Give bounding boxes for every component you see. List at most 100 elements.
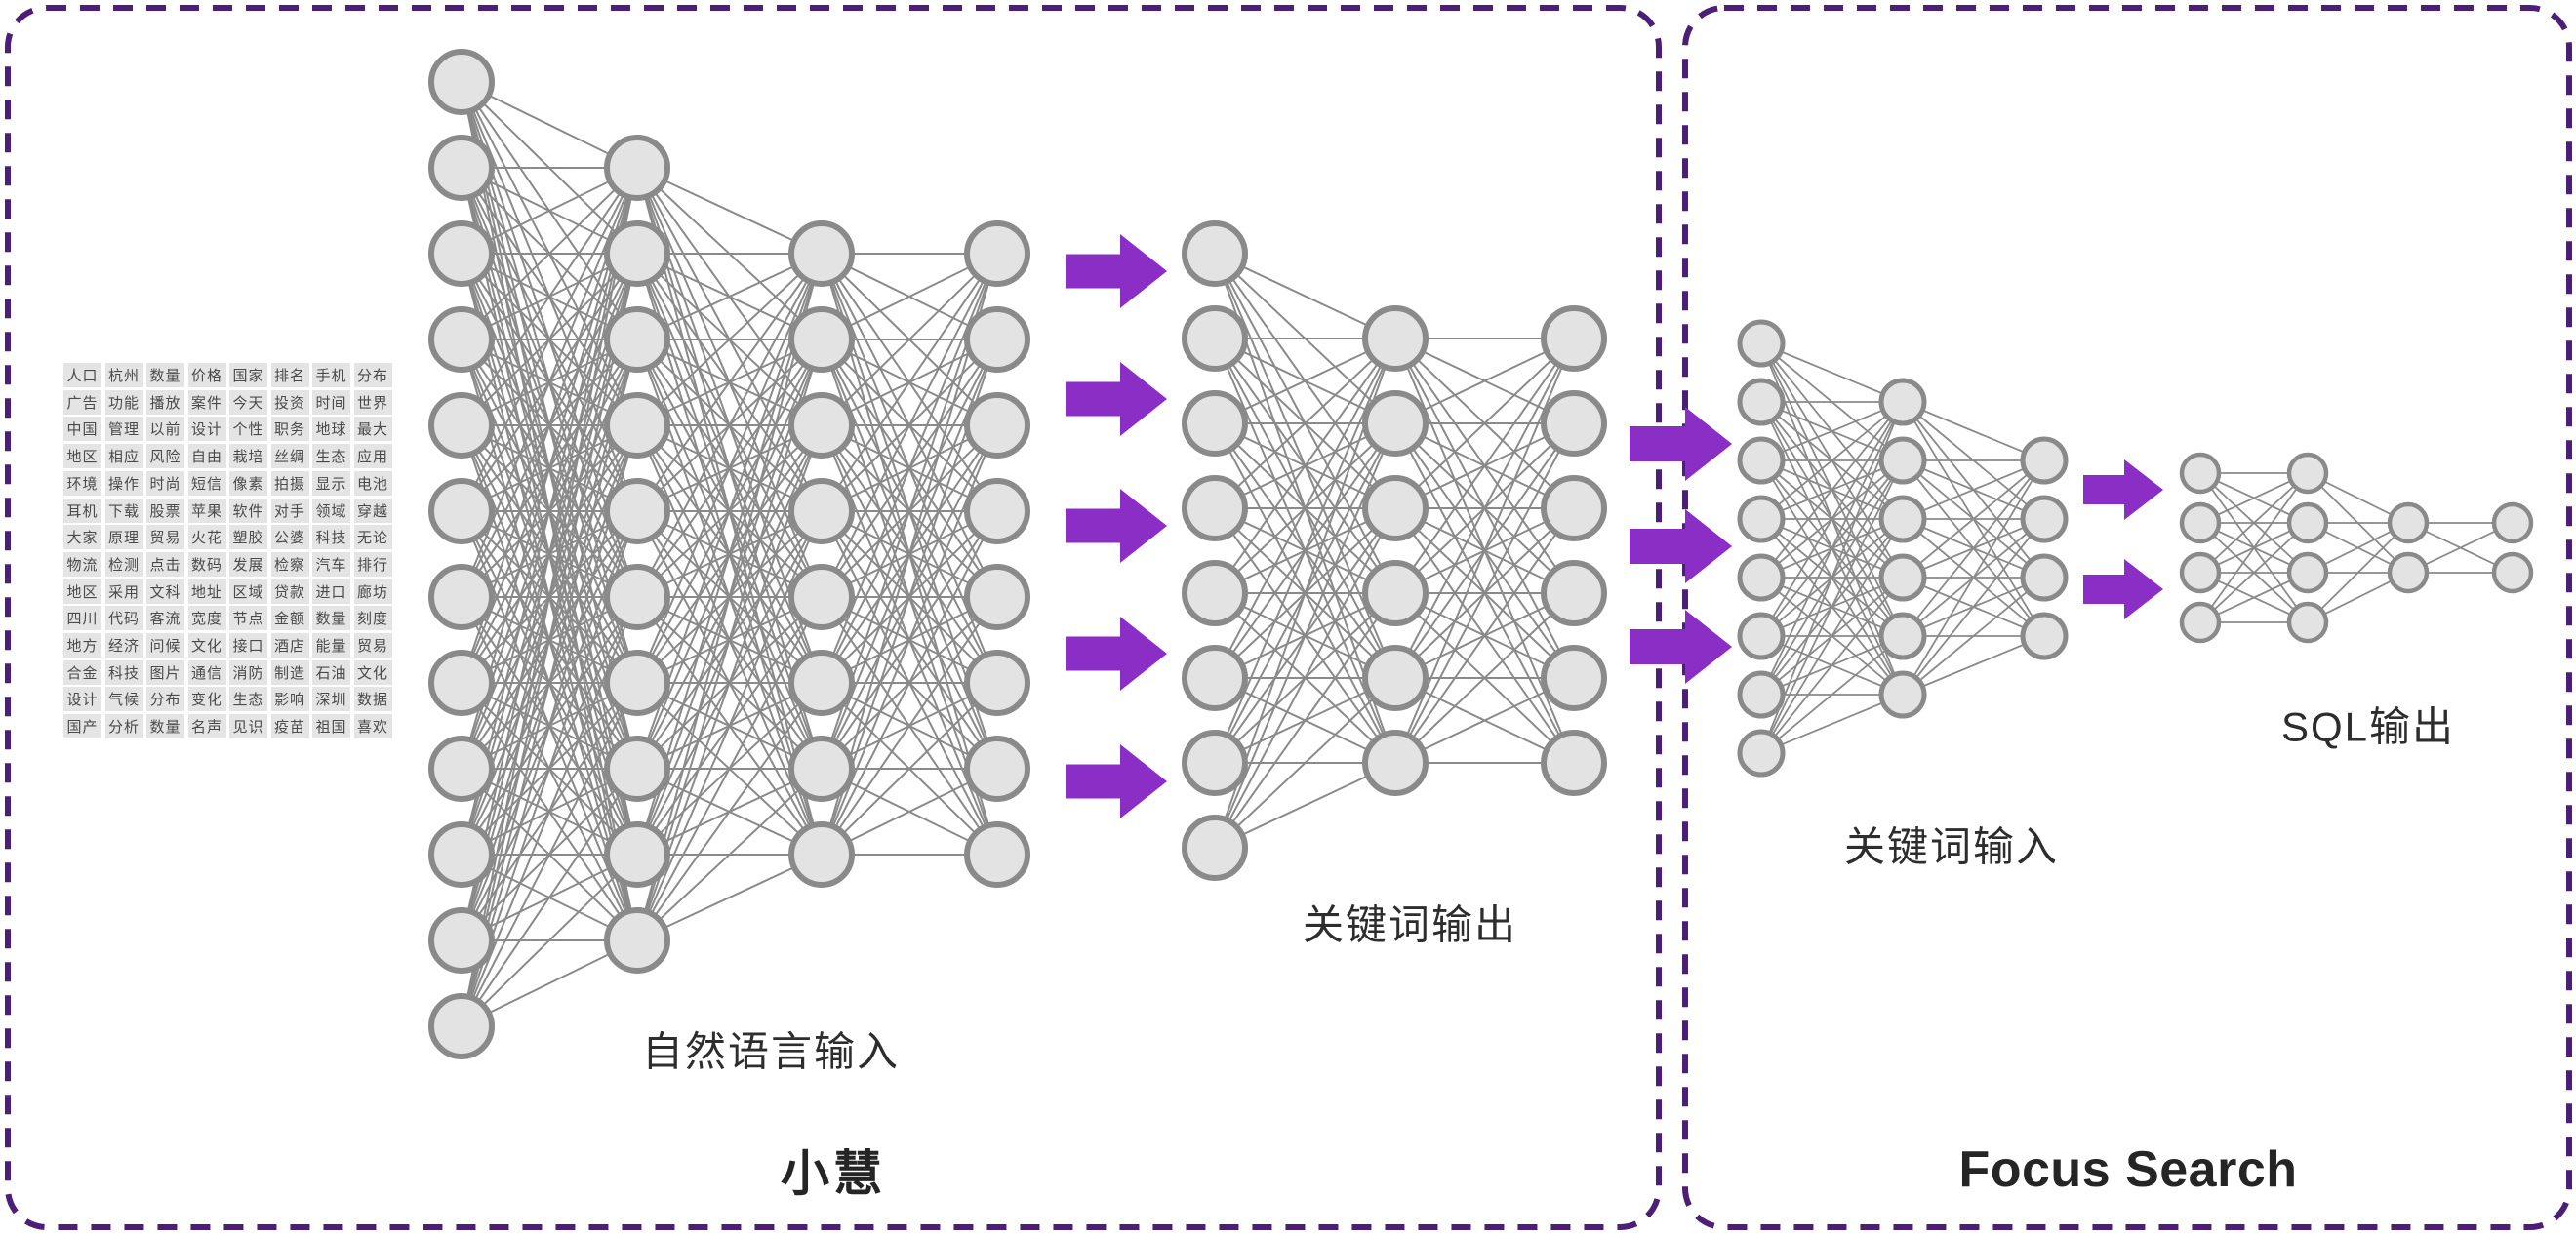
word-grid-cell: 对手	[270, 498, 309, 523]
keyword-output-network-node	[1541, 560, 1607, 626]
keyword-input-network-edge	[1902, 401, 2045, 461]
natural-language-network-node	[604, 736, 670, 802]
word-grid-cell: 大家	[63, 525, 101, 550]
keyword-input-network-node	[2020, 553, 2069, 602]
keyword-input-network-edge	[1902, 459, 2045, 579]
box-title-xiaohui: 小慧	[781, 1146, 886, 1201]
word-grid-cell: 消防	[229, 659, 267, 685]
word-grid-cell: 时尚	[146, 470, 184, 496]
natural-language-network-node	[604, 650, 670, 716]
keyword-input-network-edge	[1902, 577, 2045, 696]
word-grid-cell: 喜欢	[353, 714, 392, 739]
word-grid-cell: 短信	[187, 470, 226, 496]
sql-output-network-node	[2286, 601, 2329, 644]
natural-language-network-node	[964, 821, 1030, 888]
nl-to-keyword-arrow-icon	[1066, 362, 1167, 436]
word-grid-cell: 投资	[270, 389, 309, 415]
keyword-input-network-edge	[1760, 577, 1904, 754]
natural-language-network-edge	[821, 596, 998, 856]
natural-language-network-node	[604, 478, 670, 544]
word-grid-cell: 节点	[229, 606, 267, 631]
natural-language-network-node	[788, 736, 855, 802]
word-grid-cell: 金额	[270, 606, 309, 631]
keyword-output-network-node	[1362, 305, 1429, 372]
word-grid-cell: 能量	[312, 633, 350, 658]
natural-language-network-node	[788, 220, 855, 287]
natural-language-network-node	[788, 478, 855, 544]
keyword-input-network-edge	[1760, 401, 1904, 637]
keyword-output-network-edge	[1214, 422, 1396, 849]
sql-output-network-node	[2286, 452, 2329, 495]
word-grid-cell: 原理	[104, 525, 143, 550]
natural-language-network-node	[428, 49, 495, 115]
word-grid-cell: 应用	[353, 444, 392, 469]
nl-to-keyword-arrow-icon	[1066, 489, 1167, 563]
nl-to-keyword-arrow-icon	[1066, 744, 1167, 818]
word-grid-cell: 点击	[146, 551, 184, 577]
word-grid-cell: 世界	[353, 389, 392, 415]
word-grid-cell: 酒店	[270, 633, 309, 658]
word-grid-cell: 人口	[63, 363, 101, 387]
natural-language-network-edge	[461, 682, 638, 1027]
word-grid-cell: 地球	[312, 417, 350, 442]
word-grid-cell: 数据	[353, 687, 392, 712]
word-grid-cell: 风险	[146, 444, 184, 469]
word-grid-cell: 分布	[353, 363, 392, 387]
word-grid-cell: 分布	[146, 687, 184, 712]
word-grid-cell: 代码	[104, 606, 143, 631]
natural-language-network-edge	[636, 253, 823, 856]
nl-to-keyword-arrow-icon	[1066, 234, 1167, 308]
natural-language-network-node	[788, 392, 855, 459]
word-grid-cell: 文科	[146, 579, 184, 604]
word-grid-cell: 四川	[63, 606, 101, 631]
word-grid-cell: 功能	[104, 389, 143, 415]
word-grid-cell: 分析	[104, 714, 143, 739]
word-grid-cell: 数量	[312, 606, 350, 631]
natural-language-network-edge	[636, 253, 823, 426]
word-grid-cell: 显示	[312, 470, 350, 496]
natural-language-network-edge	[636, 339, 823, 941]
word-grid-cell: 疫苗	[270, 714, 309, 739]
sql-output-network-edge	[2199, 472, 2309, 574]
natural-language-network-edge	[461, 339, 638, 1027]
word-grid-cell: 职务	[270, 417, 309, 442]
keyword-output-network-node	[1541, 730, 1607, 796]
natural-language-network-node	[964, 736, 1030, 802]
natural-language-network-edge	[461, 167, 638, 340]
natural-language-network-node	[964, 392, 1030, 459]
keyword-input-network-edge	[1760, 694, 1904, 754]
keyword-output-network-node	[1362, 560, 1429, 626]
word-grid-cell: 拍摄	[270, 470, 309, 496]
word-grid-cell: 客流	[146, 606, 184, 631]
word-grid-cell: 祖国	[312, 714, 350, 739]
keyword-input-network-edge	[1760, 459, 1904, 754]
natural-language-network-node	[788, 821, 855, 888]
natural-language-network-node	[428, 392, 495, 459]
sql-output-network-edge	[2199, 472, 2309, 623]
word-grid-cell: 栽培	[229, 444, 267, 469]
sql-output-network-node	[2491, 501, 2534, 544]
keyword-output-network-node	[1541, 645, 1607, 711]
natural-language-network-node	[964, 306, 1030, 373]
word-grid-cell: 设计	[63, 687, 101, 712]
word-grid-cell: 最大	[353, 417, 392, 442]
keyword-input-network-node	[1737, 495, 1786, 543]
keyword-input-network-node	[1737, 378, 1786, 426]
natural-language-network-edge	[461, 854, 638, 1027]
box-title-focus-search: Focus Search	[1958, 1141, 2298, 1198]
sql-output-network-node	[2491, 551, 2534, 594]
keyword-output-network-node	[1182, 645, 1248, 711]
keyword-input-network-node	[1878, 553, 1927, 602]
word-grid-cell: 丝绸	[270, 444, 309, 469]
keyword-input-network-edge	[1902, 459, 2045, 696]
word-grid-cell: 发展	[229, 551, 267, 577]
keyword-output-network-node	[1362, 390, 1429, 457]
word-grid-cell: 气候	[104, 687, 143, 712]
word-grid-cell: 以前	[146, 417, 184, 442]
keyword-output-network-edge	[1214, 338, 1396, 509]
keyword-to-focus-arrow-icon	[1630, 610, 1732, 684]
sql-output-network-node	[2179, 551, 2222, 594]
word-grid-cell: 检测	[104, 551, 143, 577]
keyword-input-network-node	[1737, 436, 1786, 485]
word-grid-cell: 贸易	[146, 525, 184, 550]
